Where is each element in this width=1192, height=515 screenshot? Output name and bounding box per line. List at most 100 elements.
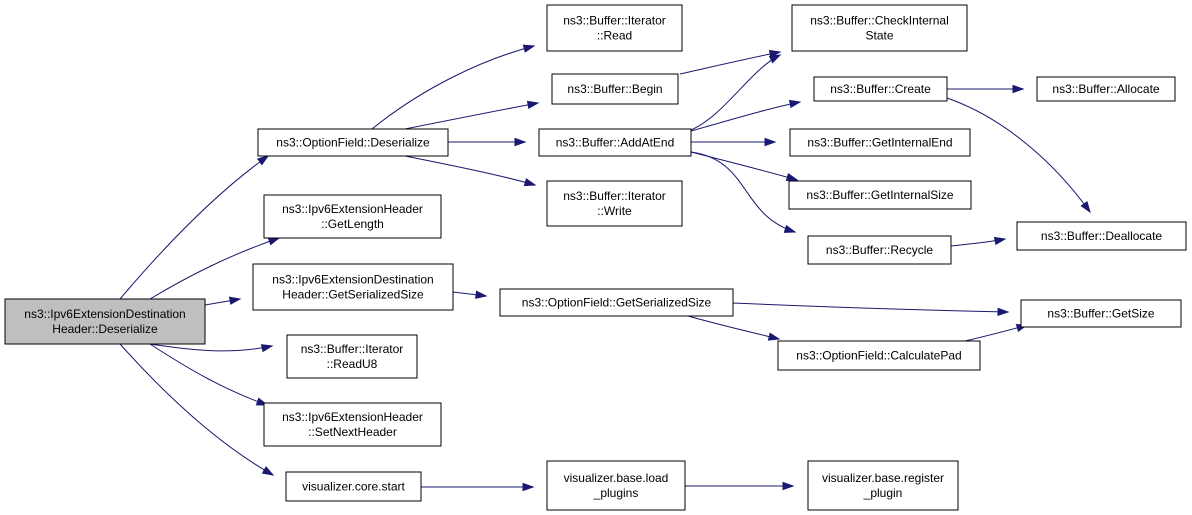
node-vis-register[interactable]: visualizer.base.register_plugin [807,460,959,511]
arrowhead [1012,84,1025,94]
node-buf-begin[interactable]: ns3::Buffer::Begin [551,73,679,105]
node-box [4,298,206,345]
node-of-deser[interactable]: ns3::OptionField::Deserialize [257,128,449,157]
edge-buf_addatend-to-buf_intend [691,137,777,147]
arrowhead [783,224,797,233]
edge-buf_begin-to-buf_check [679,49,782,75]
arrowhead [767,332,781,341]
node-box [286,334,418,379]
edge-line [404,102,539,130]
node-label-line: ns3::Buffer::CheckInternal [810,14,949,28]
edge-buf_create-to-buf_dealloc [946,97,1091,214]
node-label-line: ns3::Buffer::Allocate [1052,82,1160,96]
node-label-line: ns3::Buffer::Iterator [301,342,404,356]
node-label-line: _plugins [593,486,639,500]
edge-root-to-vis_start [119,343,275,476]
edge-root-to-ext_setnext [149,343,269,406]
node-box [252,263,454,311]
arrowhead [267,237,281,246]
node-label-line: ns3::Buffer::Iterator [563,189,666,203]
edge-of_deser-to-it_read [371,44,536,130]
arrowhead [764,137,777,147]
node-label-line: ::ReadU8 [327,357,378,371]
node-ext-setnext[interactable]: ns3::Ipv6ExtensionHeader::SetNextHeader [263,402,442,447]
node-vis-start[interactable]: visualizer.core.start [285,471,422,502]
node-label-line: ns3::Ipv6ExtensionHeader [282,202,423,216]
node-it-write[interactable]: ns3::Buffer::Iterator::Write [546,180,683,227]
edge-buf_addatend-to-buf_recycle [690,151,797,233]
edge-buf_recycle-to-buf_dealloc [950,236,1007,247]
node-box [807,235,952,265]
node-of-getsize[interactable]: ns3::OptionField::GetSerializedSize [499,288,734,317]
arrowhead [228,296,242,305]
node-buf-create[interactable]: ns3::Buffer::Create [813,76,948,102]
node-vis-load[interactable]: visualizer.base.load_plugins [546,460,686,511]
node-label-line: ::GetLength [321,217,384,231]
node-it-readu8[interactable]: ns3::Buffer::Iterator::ReadU8 [286,334,418,379]
node-of-calcpad[interactable]: ns3::OptionField::CalculatePad [777,340,981,371]
node-label-line: ns3::OptionField::CalculatePad [796,349,961,363]
edge-root-to-dest_getsize [204,296,242,306]
edge-buf_addatend-to-buf_check [690,54,782,131]
node-layer: ns3::Ipv6ExtensionDestinationHeader::Des… [4,4,1187,511]
node-box [546,4,683,52]
arrowhead [785,172,799,182]
node-it-read[interactable]: ns3::Buffer::Iterator::Read [546,4,683,52]
arrowhead [782,481,795,491]
node-buf-intend[interactable]: ns3::Buffer::GetInternalEnd [789,128,971,157]
node-label-line: visualizer.base.register [822,471,944,485]
arrowhead [261,466,275,476]
node-label-line: ns3::Buffer::Recycle [826,243,933,257]
node-label-line: ns3::Buffer::GetInternalSize [806,188,954,202]
arrowhead [1080,201,1091,214]
node-buf-alloc[interactable]: ns3::Buffer::Allocate [1036,76,1176,102]
node-label-line: ns3::Buffer::Create [830,82,931,96]
arrowhead [788,99,802,109]
edge-of_deser-to-buf_addatend [448,137,527,147]
node-buf-dealloc[interactable]: ns3::Buffer::Deallocate [1016,221,1187,251]
node-box [263,194,442,239]
node-label-line: ns3::Buffer::Begin [567,82,662,96]
node-label-line: ::Write [597,204,632,218]
node-box [1036,76,1176,102]
node-buf-recycle[interactable]: ns3::Buffer::Recycle [807,235,952,265]
arrowhead [523,178,537,187]
node-box [546,460,686,511]
node-label-line: ::SetNextHeader [308,425,397,439]
edge-of_deser-to-buf_begin [404,100,540,130]
arrowhead [514,137,527,147]
arrowhead [997,307,1010,316]
node-box [285,471,422,502]
edge-line [149,343,268,406]
node-label-line: ns3::Buffer::GetInternalEnd [807,136,952,150]
arrowhead [522,482,535,492]
edge-line [687,315,780,340]
node-box [788,180,972,210]
node-dest-getsize[interactable]: ns3::Ipv6ExtensionDestinationHeader::Get… [252,263,454,311]
node-buf-getsize[interactable]: ns3::Buffer::GetSize [1020,299,1182,328]
node-box [777,340,981,371]
edge-line [149,237,280,300]
edge-buf_create-to-buf_alloc [947,84,1025,94]
node-label-line: ns3::Buffer::AddAtEnd [556,136,675,150]
node-buf-addatend[interactable]: ns3::Buffer::AddAtEnd [538,128,692,157]
node-box [551,73,679,105]
node-label-line: State [865,29,893,43]
edge-line [371,45,535,130]
node-label-line: ns3::Ipv6ExtensionDestination [24,307,185,321]
node-buf-intsize[interactable]: ns3::Buffer::GetInternalSize [788,180,972,210]
node-label-line: ns3::Buffer::Iterator [563,14,666,28]
node-root[interactable]: ns3::Ipv6ExtensionDestinationHeader::Des… [4,298,206,345]
edge-of_getsize-to-of_calcpad [687,315,781,341]
edge-line [946,97,1091,213]
node-box [789,128,971,157]
node-ext-getlen[interactable]: ns3::Ipv6ExtensionHeader::GetLength [263,194,442,239]
node-box [538,128,692,157]
edge-line [119,155,269,300]
edge-line [149,343,273,352]
node-box [813,76,948,102]
node-label-line: visualizer.base.load [564,471,669,485]
arrowhead [257,155,270,166]
edge-root-to-it_readu8 [149,343,274,353]
